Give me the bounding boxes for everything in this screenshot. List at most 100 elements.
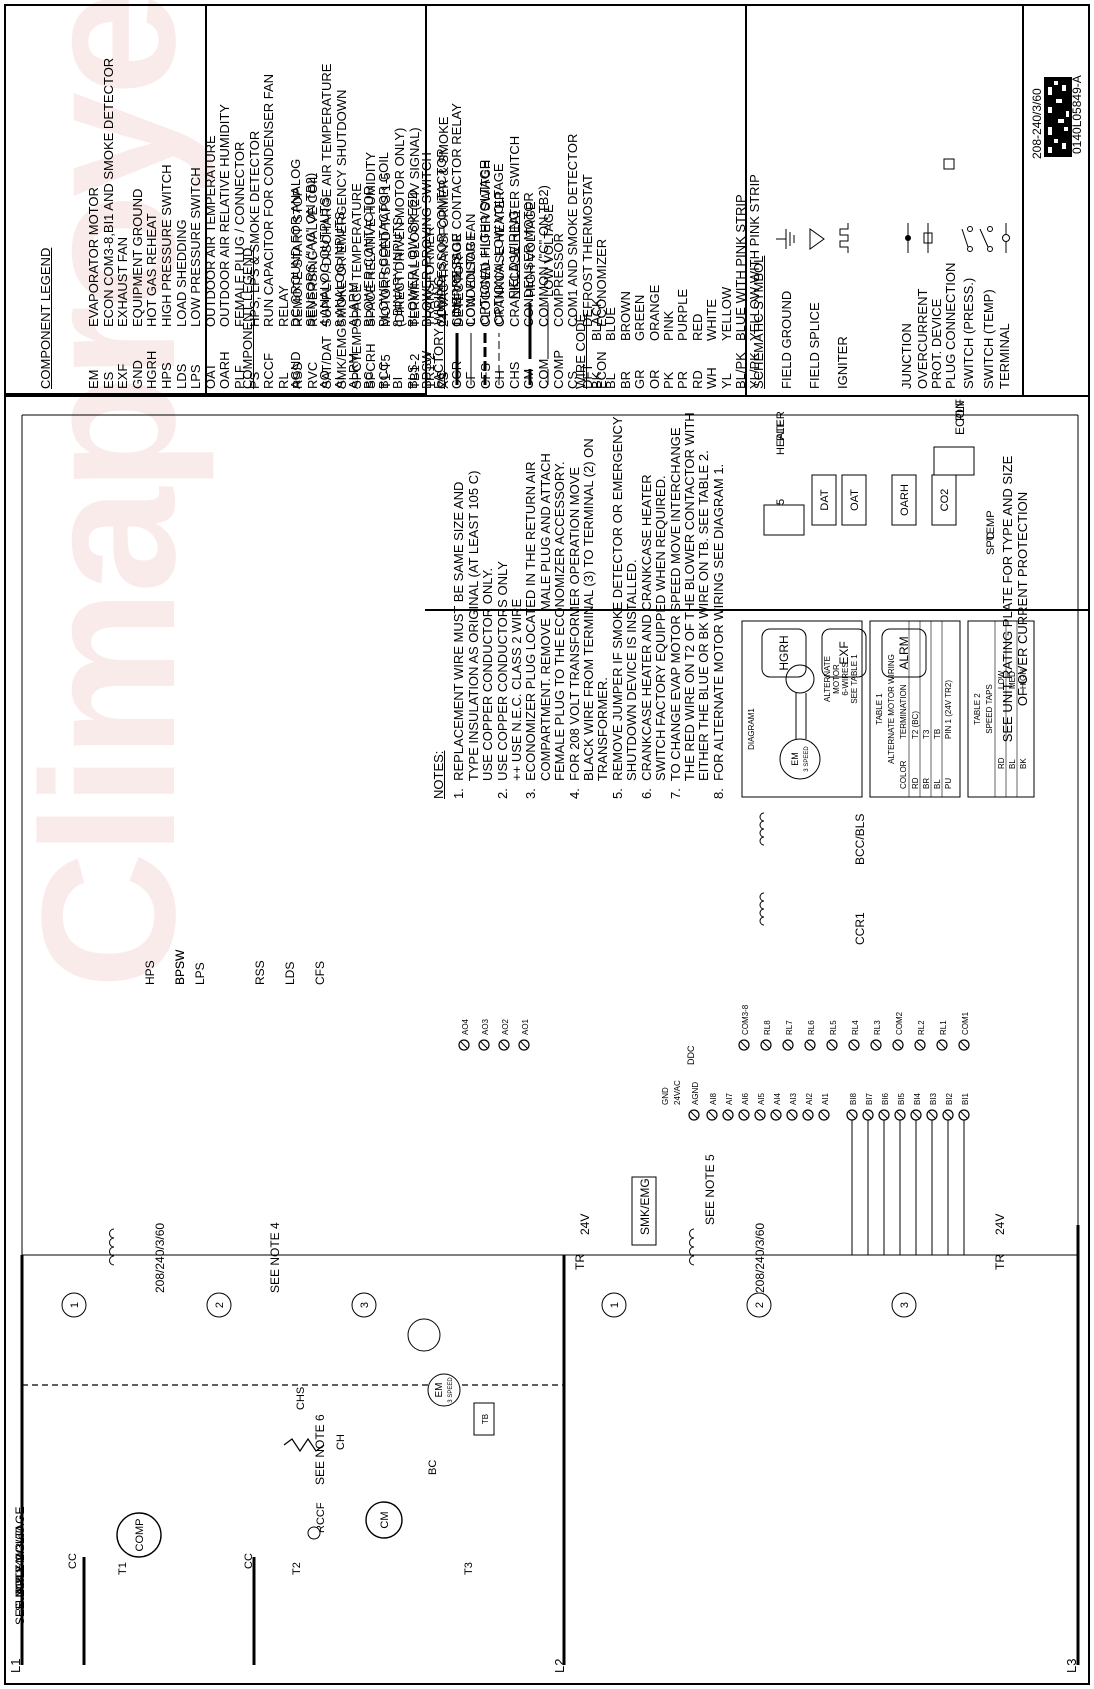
transformer2-voltage: 208/240/3/60: [753, 1223, 767, 1293]
v24-label-2: 24V: [993, 1214, 1007, 1235]
legend-right-item-desc: EXHAUST FAN: [115, 236, 131, 327]
table1-cell: PIN 1 (24V TR2): [944, 680, 953, 739]
wire-code-abbr: BL/PK: [733, 352, 749, 389]
bcc-bls-coil-icon: [759, 828, 765, 838]
wire-code-color: WHITE: [704, 299, 720, 341]
legend-left-item-abbr: BLS: [404, 364, 420, 389]
bi-label: BI2: [945, 1092, 954, 1105]
legend-left-item-desc: BLOWER CONTACTOR: [360, 185, 376, 327]
smk-emg-label: SMK/EMG: [638, 1178, 652, 1235]
ao-label: AO1: [521, 1018, 530, 1035]
econ-plf-label: PLF: [953, 399, 967, 421]
wire-code-abbr: WH: [704, 367, 720, 389]
terminal-slash: [896, 1111, 904, 1119]
bcc-bls-label: BCC/BLS: [853, 814, 867, 865]
tb-block-icon: [473, 1402, 495, 1436]
wiring-line-samples: [455, 333, 500, 385]
terminal-slash: [820, 1111, 828, 1119]
terminal-slash: [850, 1041, 858, 1049]
heater-pin-label: 5: [775, 499, 787, 505]
legend-right-item-desc: LOAD SHEDDING: [173, 219, 189, 327]
terminal-slash: [708, 1111, 716, 1119]
legend-right-title: COMPONENT LEGEND: [38, 247, 54, 389]
legend-right-item: ES ECON COM3-8,BI1 AND SMOKE DETECTOR: [100, 9, 117, 389]
bpsw-label-2: BPSW: [173, 949, 187, 985]
wire-code-color: ORANGE: [646, 284, 662, 341]
ccr1-coil-icon: [759, 892, 765, 902]
condenser-motor-label: CM: [379, 1511, 391, 1528]
temp-label: TEMP: [985, 510, 997, 541]
terminal-slash: [828, 1041, 836, 1049]
terminal-slash: [894, 1041, 902, 1049]
table1-header: ALTERNATE MOTOR WIRING: [887, 654, 896, 764]
field-ground-icon: [776, 229, 795, 249]
rccf-capacitor-icon: [307, 1526, 321, 1540]
transformer-coil-1: [109, 1255, 115, 1266]
v24ac-label: 24VAC: [673, 1080, 682, 1105]
table1-col-termination: TERMINATION: [899, 684, 908, 739]
relay-label: RL3: [873, 1020, 882, 1035]
igniter-icon: [839, 223, 849, 253]
field-splice-icon: [809, 228, 825, 250]
wire-code-item: OR ORANGE: [646, 174, 662, 390]
crankcase-heater-icon: [283, 1437, 325, 1453]
id-divider: [1022, 4, 1024, 395]
terminal-slash: [912, 1111, 920, 1119]
terminal-slash: [848, 1111, 856, 1119]
legend-left-item-abbr: BC: [360, 370, 376, 389]
legend-left-title: COMPONENT LEGEND: [240, 247, 256, 389]
wire-code-abbr: RD: [689, 370, 705, 389]
ao-label: AO3: [481, 1018, 490, 1035]
transformer-tap-label: 2: [214, 1302, 226, 1308]
legend-left-item-abbr: AO: [317, 370, 333, 389]
bi-label: BI4: [913, 1092, 922, 1105]
wire-code-abbr: GR: [632, 369, 648, 390]
legend-left-item-desc: BLOWER CONTACTOR COIL: [375, 151, 391, 327]
chs-label: CHS: [295, 1387, 307, 1410]
legend-right-item-abbr: GND: [129, 360, 145, 389]
gnd-label: GND: [661, 1087, 670, 1105]
legend-right-item-desc: ECON COM3-8,BI1 AND SMOKE DETECTOR: [100, 57, 116, 327]
supply-rating: 208-240/3/60: [13, 1526, 27, 1597]
sym-terminal-label: TERMINAL: [997, 323, 1012, 389]
bcc-bls-coil-icon: [759, 820, 765, 830]
rccf-label: RCCF: [315, 1502, 327, 1533]
bi-label: BI8: [849, 1092, 858, 1105]
heater-plug-icon: [763, 504, 805, 536]
wire-code-item: WH WHITE: [704, 174, 720, 389]
legend-right-item-abbr: ES: [100, 371, 116, 389]
ddc-label: DDC: [686, 1045, 696, 1065]
wire-code-abbr: OR: [646, 369, 662, 390]
ai-label: AI5: [757, 1092, 766, 1105]
dat-label: DAT: [819, 489, 831, 510]
terminal-slash: [460, 1041, 468, 1049]
alrm-box: [881, 628, 927, 678]
wire-code-color: RED: [689, 313, 705, 341]
see-note-5: SEE NOTE 5: [703, 1154, 717, 1225]
label-l1: L1: [8, 1659, 23, 1673]
terminal-slash: [772, 1111, 780, 1119]
wire-code-title: WIRE CODE: [573, 313, 588, 389]
ai-label: AI6: [741, 1092, 750, 1105]
rss-label: RSS: [253, 960, 267, 985]
table2-cell: MED: [1008, 671, 1017, 689]
terminal-slash: [928, 1111, 936, 1119]
qr-code-icon: [1044, 77, 1072, 157]
terminal-slash: [960, 1041, 968, 1049]
table2-header: SPEED TAPS: [985, 684, 994, 734]
diagram1-see: SEE TABLE 1: [850, 654, 859, 704]
em-speed: 3 SPEED: [448, 1377, 454, 1403]
smk-emg-box: [631, 1176, 657, 1246]
